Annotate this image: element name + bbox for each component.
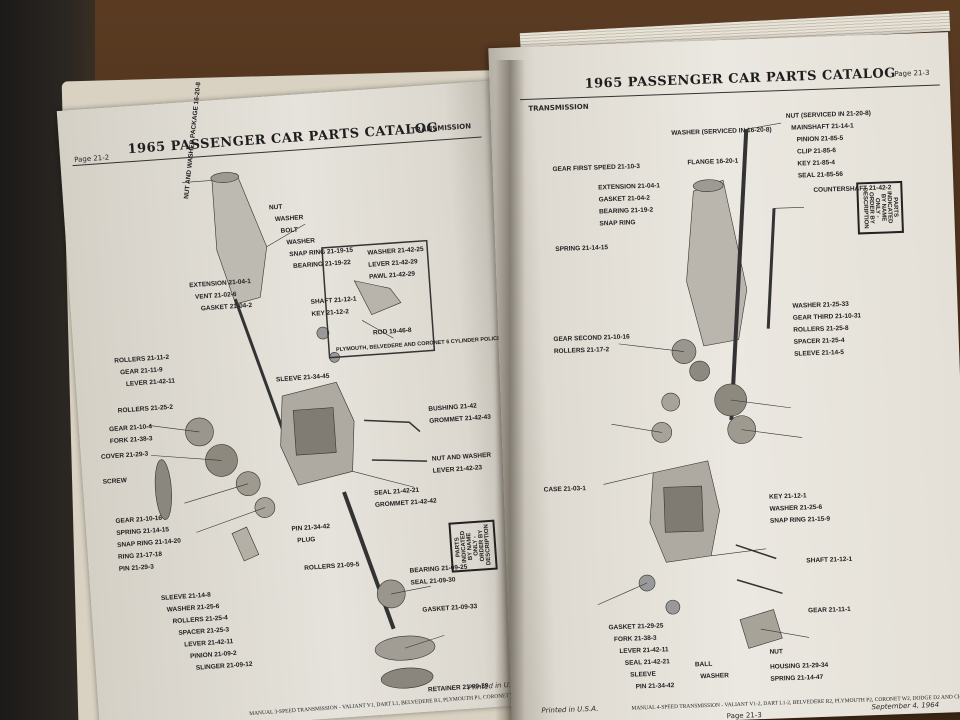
label-snap-ring-r: SNAP RING: [599, 219, 636, 228]
right-page: TRANSMISSION 1965 PASSENGER CAR PARTS CA…: [488, 32, 960, 720]
label-plug: PLUG: [297, 536, 316, 545]
book-gutter: [495, 60, 525, 720]
label-nut-r: NUT: [769, 648, 784, 656]
label-key-r2: KEY 21-12-1: [768, 492, 807, 501]
right-page-footer-number: Page 21-3: [726, 711, 762, 720]
4-speed-exploded-diagram: [597, 122, 810, 649]
label-key-r: KEY 21-85-4: [797, 159, 836, 168]
label-fork-r: FORK 21-38-3: [613, 634, 657, 644]
label-pin-r: PIN 21-34-42: [635, 682, 675, 691]
label-washer-r2: WASHER: [700, 672, 729, 681]
label-ball-r: BALL: [694, 660, 713, 669]
label-sleeve-r2: SLEEVE: [630, 670, 657, 679]
3-speed-exploded-diagram: [148, 172, 445, 689]
label-nut: NUT: [268, 203, 283, 212]
left-page: Page 21-2 1965 PASSENGER CAR PARTS CATAL…: [56, 80, 548, 720]
label-clip: CLIP 21-85-6: [796, 147, 837, 156]
parts-note-left: PARTS INDICATED BY NAME ONLY - ORDER BY …: [448, 519, 498, 573]
label-bolt: BOLT: [280, 226, 299, 235]
parts-note-right: PARTS INDICATED BY NAME ONLY - ORDER BY …: [856, 180, 904, 235]
label-gear-r: GEAR 21-11-1: [807, 605, 851, 615]
label-case: CASE 21-03-1: [543, 485, 587, 494]
